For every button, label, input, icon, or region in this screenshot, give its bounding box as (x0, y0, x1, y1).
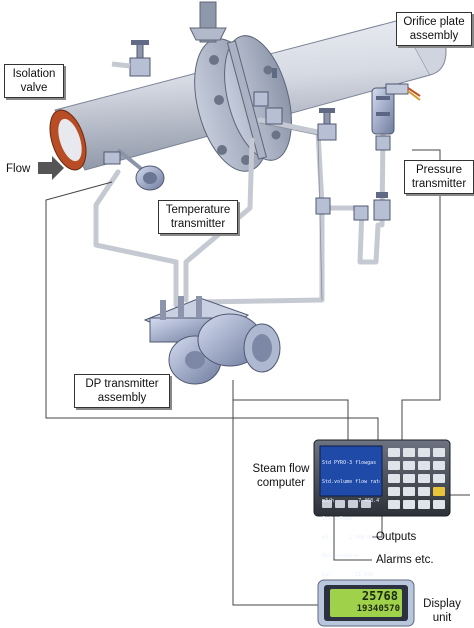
dp-transmitter-label: DP transmitter assembly (74, 374, 170, 408)
screen-line: bar 11.035 (322, 572, 374, 579)
isolation-valve-left (111, 40, 151, 77)
isolation-valve-label: Isolation valve (4, 64, 64, 98)
flow-computer-soft-keys (322, 500, 371, 508)
orifice-plate-label: Orifice plate assembly (396, 12, 472, 46)
flow-label: Flow (6, 163, 31, 175)
steam-flow-computer (313, 439, 451, 517)
dp-transmitter (143, 296, 281, 385)
screen-line: m3 1 349 867 (322, 534, 377, 541)
display-unit-label: Display unit (423, 598, 461, 624)
orifice-tapping-valves (253, 68, 283, 125)
pressure-transmitter-label: Pressure transmitter (404, 160, 474, 194)
screen-line: Abs.pressure (322, 553, 359, 560)
lcd-line-2: 19340570 (356, 604, 400, 614)
outputs-label: Outputs (376, 531, 417, 543)
tubing-valves (315, 192, 391, 221)
signal-wiring (45, 149, 470, 606)
screen-line: Std.volume (322, 516, 353, 523)
flow-computer-screen: Std PYRO-3 flowgas Std.volume flow rate … (322, 448, 380, 584)
temperature-transmitter (103, 148, 165, 191)
steam-flow-computer-label: Steam flow computer (252, 463, 310, 489)
temperature-transmitter-label: Temperature transmitter (158, 200, 238, 234)
flow-arrow (38, 156, 64, 180)
screen-line: m3/h 7 468.472 (322, 497, 380, 504)
display-unit (317, 579, 415, 627)
lcd-line-1: 25768 (361, 589, 398, 603)
support-bracket (189, 1, 227, 43)
flow-computer-keypad (388, 448, 445, 509)
isolation-valve-right (317, 108, 337, 141)
alarms-label: Alarms etc. (376, 554, 434, 566)
pressure-transmitter (371, 83, 421, 151)
screen-line: Std PYRO-3 flowgas (322, 460, 377, 467)
screen-line: Std.volume flow rate (322, 479, 380, 486)
